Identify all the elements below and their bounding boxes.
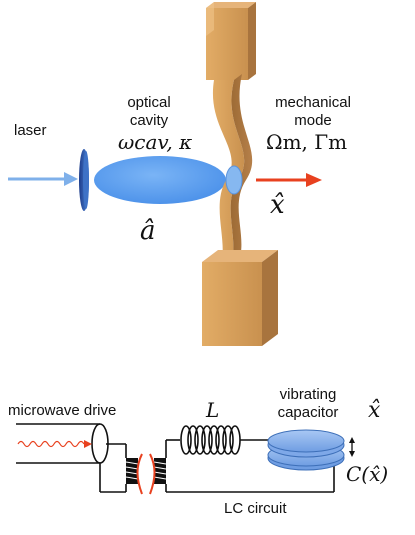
inductor-label: L xyxy=(206,398,220,422)
microwave-signal xyxy=(17,440,85,448)
cavity-label-line1: optical xyxy=(127,94,171,111)
capacitor-label-line2: capacitor xyxy=(277,404,339,421)
inductor-coil xyxy=(180,425,241,455)
transformer xyxy=(125,453,167,495)
capacitor-operator: x̂ xyxy=(368,398,381,423)
cavity-field xyxy=(94,156,226,204)
mode-label-line2: mode xyxy=(294,112,332,129)
mode-operator: x̂ xyxy=(270,190,285,220)
cavity-label-line2: cavity xyxy=(129,112,169,129)
input-mirror xyxy=(79,149,89,211)
cavity-operator: â xyxy=(140,216,156,246)
mode-label-line1: mechanical xyxy=(275,94,351,111)
circuit-wires xyxy=(99,439,335,493)
mode-params: Ωm, Γm xyxy=(266,130,348,154)
lc-circuit-label: LC circuit xyxy=(224,500,287,517)
displacement-arrow xyxy=(256,173,322,187)
laser-beam xyxy=(8,172,78,186)
capacitor-label-line1: vibrating xyxy=(279,386,337,403)
microwave-drive-label: microwave drive xyxy=(8,402,117,419)
vibrating-capacitor xyxy=(267,429,345,471)
capacitance-label: C(x̂) xyxy=(346,462,389,486)
laser-label: laser xyxy=(14,122,47,139)
beam-mirror xyxy=(225,165,243,195)
capacitor-motion-arrow xyxy=(349,437,355,457)
cavity-params: ωcav, κ xyxy=(118,130,193,154)
mechanical-beam xyxy=(202,2,278,346)
